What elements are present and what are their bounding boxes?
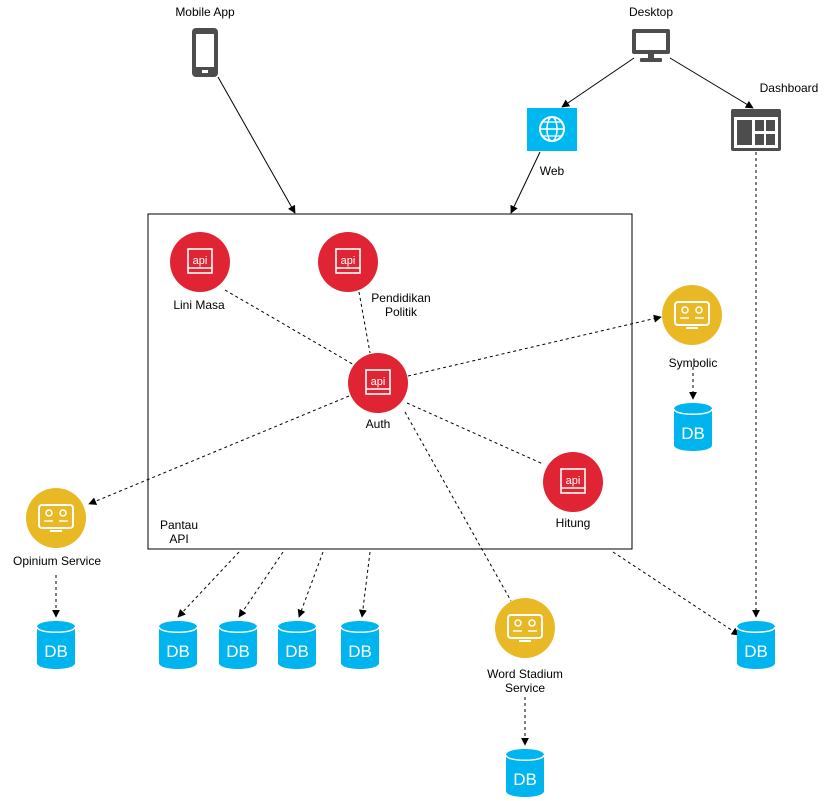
globe-icon	[527, 108, 577, 151]
auth-label: Auth	[366, 417, 391, 431]
database-icon: DB	[340, 620, 380, 670]
db-label: DB	[166, 642, 190, 661]
edge-mobile-to-gateway	[217, 76, 296, 214]
dashboard-icon	[731, 109, 781, 151]
db-label: DB	[681, 424, 705, 443]
edge-gateway-db1	[177, 551, 240, 618]
service-icon	[662, 285, 722, 345]
pendidikan-label-line2: Politik	[385, 305, 418, 319]
api-icon-text: api	[341, 255, 356, 267]
edge-gateway-db4	[358, 551, 371, 618]
db-label: DB	[226, 642, 250, 661]
edge-pendidikan-auth	[358, 291, 371, 354]
edge-gateway-db3	[297, 551, 324, 618]
db-label: DB	[513, 770, 537, 789]
service-opinium: Opinium Service	[13, 488, 101, 568]
edge-auth-opinium	[88, 395, 350, 505]
api-icon: api	[318, 232, 378, 292]
word-stadium-label-line2: Service	[505, 681, 545, 695]
api-icon-text: api	[193, 255, 208, 267]
api-icon: api	[170, 232, 230, 292]
gateway-label-line1: Pantau	[160, 518, 198, 532]
database-icon: DB	[36, 620, 76, 670]
database-icon: DB	[158, 620, 198, 670]
edge-gateway-db-right	[612, 551, 740, 636]
database-icon: DB	[505, 748, 545, 798]
gateway-label-line2: API	[169, 532, 188, 546]
edge-desktop-to-dashboard	[669, 57, 754, 109]
edge-web-to-gateway	[510, 151, 541, 214]
opinium-label: Opinium Service	[13, 554, 101, 568]
client-mobile: Mobile App	[175, 5, 235, 77]
db-label: DB	[744, 642, 768, 661]
symbolic-label: Symbolic	[669, 356, 718, 370]
edge-linimasa-auth	[224, 289, 357, 367]
edge-gateway-db2	[238, 551, 284, 618]
api-lini-masa: api Lini Masa	[170, 232, 230, 312]
service-icon	[495, 598, 555, 658]
api-icon-text: api	[566, 475, 581, 487]
service-symbolic: Symbolic	[662, 285, 722, 370]
client-desktop: Desktop	[629, 5, 673, 62]
database-icon: DB	[277, 620, 317, 670]
pantau-api-gateway: Pantau API	[147, 213, 633, 550]
service-word-stadium: Word Stadium Service	[487, 598, 563, 695]
dashboard-label: Dashboard	[760, 81, 819, 95]
edge-auth-hitung	[406, 402, 544, 465]
database-icon: DB	[673, 402, 713, 452]
edge-auth-symbolic	[407, 314, 662, 377]
database-icon: DB	[218, 620, 258, 670]
edge-auth-wordstadium	[404, 411, 512, 602]
client-web: Web	[527, 108, 577, 178]
service-icon	[26, 488, 86, 548]
hitung-label: Hitung	[556, 516, 591, 530]
database-icon: DB	[736, 620, 776, 670]
desktop-monitor-icon	[632, 29, 670, 62]
edge-desktop-to-web	[561, 57, 635, 108]
word-stadium-label-line1: Word Stadium	[487, 667, 563, 681]
db-label: DB	[44, 642, 68, 661]
mobile-app-label: Mobile App	[175, 5, 235, 19]
db-label: DB	[285, 642, 309, 661]
connections	[52, 57, 760, 746]
pendidikan-label-line1: Pendidikan	[371, 291, 430, 305]
web-label: Web	[540, 164, 565, 178]
lini-masa-label: Lini Masa	[173, 298, 225, 312]
api-icon: api	[543, 452, 603, 512]
api-icon-text: api	[371, 376, 386, 388]
client-dashboard: Dashboard	[731, 81, 818, 151]
api-pendidikan-politik: api Pendidikan Politik	[318, 232, 431, 319]
api-auth: api Auth	[348, 353, 408, 431]
mobile-phone-icon	[192, 28, 218, 77]
api-icon: api	[348, 353, 408, 413]
db-label: DB	[348, 642, 372, 661]
api-hitung: api Hitung	[543, 452, 603, 530]
desktop-label: Desktop	[629, 5, 673, 19]
